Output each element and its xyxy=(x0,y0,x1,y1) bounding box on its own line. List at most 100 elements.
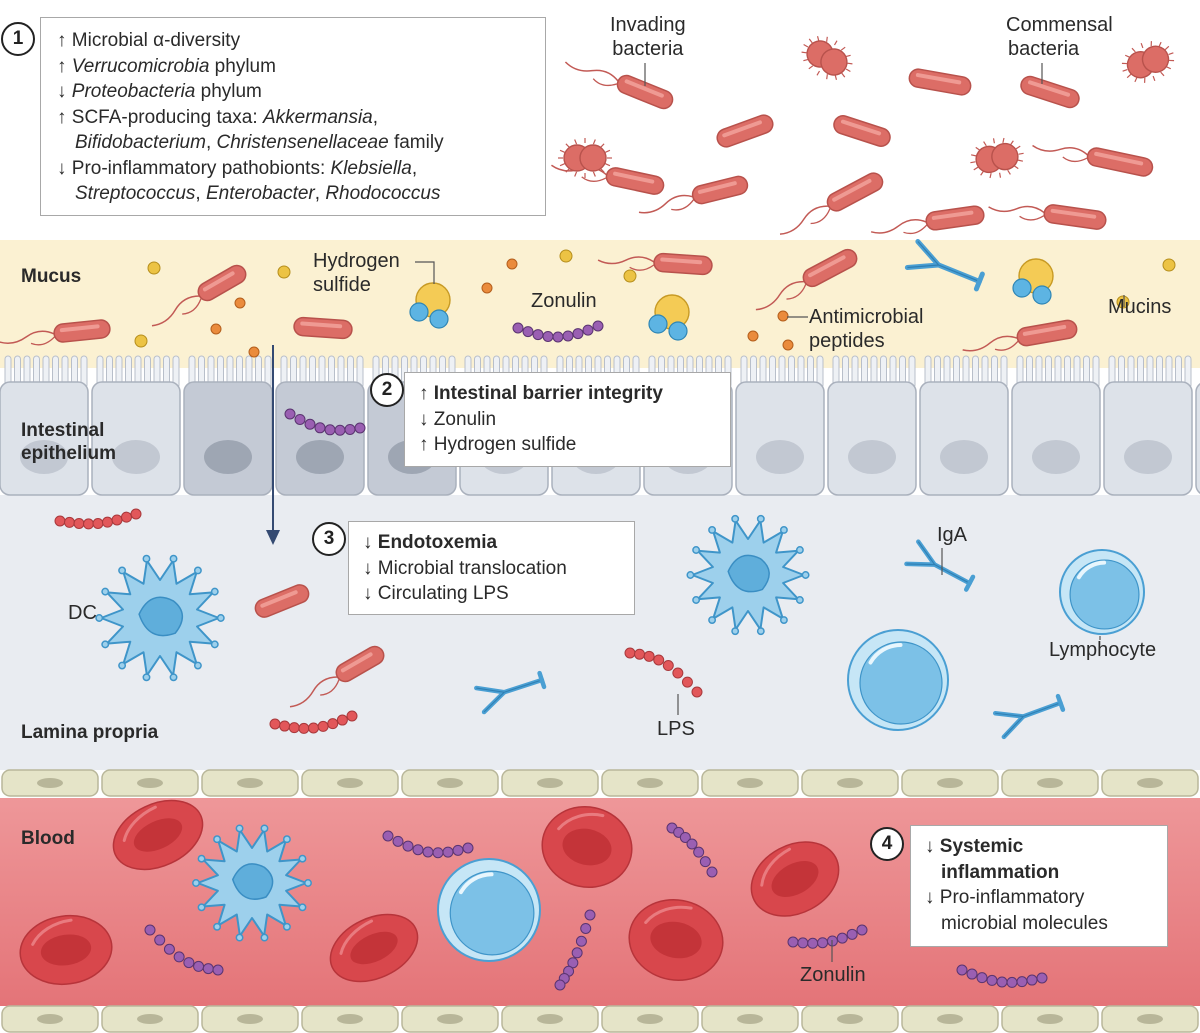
dc-tip xyxy=(779,616,788,624)
dc-tip xyxy=(260,933,269,942)
rod-bacterium xyxy=(0,319,111,346)
panel-1-text: family xyxy=(388,132,444,153)
epithelial-cell xyxy=(1011,355,1101,496)
bead-chain xyxy=(382,830,474,859)
panel-3-title: ↓ Endotoxemia xyxy=(363,532,498,553)
highlight xyxy=(832,178,872,202)
flagellum xyxy=(779,205,829,235)
pilus xyxy=(826,74,828,80)
nucleus xyxy=(137,778,163,788)
flagellum xyxy=(182,298,202,315)
pilus xyxy=(801,51,807,54)
mucin-dot xyxy=(1162,258,1176,272)
epithelial-cell xyxy=(919,355,1009,496)
rod-bacterium xyxy=(716,114,774,148)
rod-body xyxy=(1043,204,1107,230)
bead xyxy=(679,831,691,843)
leader-h2s xyxy=(415,261,435,284)
rod-bacterium xyxy=(597,252,713,276)
rod-bacterium xyxy=(151,264,247,327)
hydrogen xyxy=(1012,278,1032,298)
amp-dot xyxy=(210,323,222,335)
dc-tip xyxy=(282,835,291,844)
chains xyxy=(54,320,1048,991)
panel-1-arrow: ↓ xyxy=(57,81,72,102)
zone-label-mucus: Mucus xyxy=(21,266,82,287)
dc-tip xyxy=(235,933,244,942)
nucleus xyxy=(837,778,863,788)
antibody xyxy=(904,239,985,292)
endothelial-cell xyxy=(301,769,399,797)
hydrogen xyxy=(1032,285,1052,305)
rod-body xyxy=(1086,147,1154,177)
bead xyxy=(699,856,711,868)
dc-tip xyxy=(282,922,291,931)
nucleus xyxy=(137,1014,163,1024)
rod-bacterium xyxy=(755,248,858,311)
highlight xyxy=(840,119,882,136)
rbc-shine xyxy=(122,805,157,842)
panel-1-taxon: Christensenellaceae xyxy=(216,132,389,153)
bead xyxy=(571,947,583,959)
rbc-center xyxy=(133,818,183,852)
antibodies xyxy=(474,239,1066,740)
mucin-dot xyxy=(277,265,291,279)
panel-1-line: ↓ Proteobacteria phylum xyxy=(57,79,545,105)
bead xyxy=(807,937,819,949)
pilus xyxy=(1122,68,1128,72)
dc-tip xyxy=(169,673,178,682)
coccus xyxy=(558,138,612,178)
panel-1-taxon: Rhodococcus xyxy=(325,183,441,204)
antibody-tip xyxy=(1055,693,1066,712)
dc-tip xyxy=(142,673,151,682)
pilus xyxy=(975,146,981,151)
rod-bacterium xyxy=(254,584,310,618)
antibody-tip xyxy=(963,574,976,592)
bead xyxy=(1006,976,1018,988)
endothelial-cell xyxy=(201,769,299,797)
highlight xyxy=(300,321,343,329)
nucleus xyxy=(737,1014,763,1024)
panel-1-taxon: Streptococcus xyxy=(75,183,196,204)
pilus xyxy=(1158,41,1162,47)
rbc-center xyxy=(350,931,398,965)
epithelial-cell xyxy=(91,355,181,496)
cell-body xyxy=(183,381,273,496)
bead xyxy=(64,516,75,528)
dc-tip xyxy=(197,903,206,912)
panel-1-taxon: Klebsiella xyxy=(330,157,412,179)
dc-tip xyxy=(210,587,219,596)
endothelial-cell xyxy=(701,769,799,797)
red-blood-cell xyxy=(112,799,204,871)
bead xyxy=(298,722,310,734)
bead xyxy=(996,976,1008,988)
pilus xyxy=(1121,62,1127,65)
pilus xyxy=(1164,45,1170,51)
dc-tip xyxy=(101,640,110,649)
rod-bacterium xyxy=(870,205,985,235)
pilus xyxy=(1013,165,1019,170)
pilus xyxy=(600,168,605,173)
pilus xyxy=(592,139,596,145)
highlight xyxy=(1050,208,1097,219)
dc-tip xyxy=(779,526,788,534)
panel-1-line: Streptococcus, Enterobacter, Rhodococcus xyxy=(57,181,545,207)
panel-1-box: ↑ Microbial α-diversity↑ Verrucomicrobia… xyxy=(40,17,546,216)
lymphocyte xyxy=(1059,549,1145,635)
antibody-tip xyxy=(973,271,985,292)
endothelium-cells xyxy=(1,769,1199,1033)
bead xyxy=(327,718,339,730)
panel-1-text: phylum xyxy=(195,81,262,102)
nucleus xyxy=(204,440,252,474)
antibody-tip xyxy=(537,670,547,690)
highlight xyxy=(1028,80,1071,97)
amp-dot xyxy=(782,339,794,351)
rod-body xyxy=(833,115,891,147)
bacteria xyxy=(0,61,1154,708)
cell-body xyxy=(735,381,825,496)
pilus xyxy=(834,74,838,80)
amp-dot xyxy=(234,297,246,309)
nucleus xyxy=(1137,778,1163,788)
pilus xyxy=(833,40,838,46)
